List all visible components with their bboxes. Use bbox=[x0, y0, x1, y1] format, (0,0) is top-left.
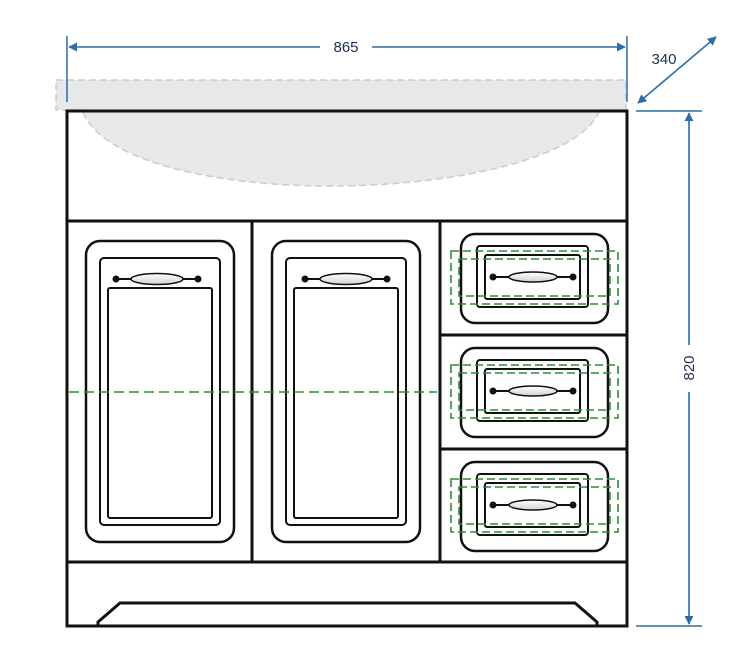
dimension-depth-label: 340 bbox=[651, 51, 676, 68]
door-left-handle bbox=[112, 272, 202, 286]
drawer-bottom-handle bbox=[489, 499, 577, 511]
cabinet-body bbox=[65, 109, 629, 628]
dimension-height: 820 bbox=[636, 110, 702, 627]
drawer-top-handle bbox=[489, 271, 577, 283]
drawer-bottom-guide bbox=[450, 478, 619, 533]
dimension-width: 865 bbox=[66, 36, 628, 102]
dimension-height-label: 820 bbox=[681, 355, 698, 380]
drawer-top-guide bbox=[450, 250, 619, 305]
drawer-middle-guide bbox=[450, 364, 619, 419]
plinth bbox=[96, 601, 599, 626]
drawer-middle bbox=[459, 346, 610, 439]
drawer-bottom bbox=[459, 460, 610, 553]
door-right-handle bbox=[301, 272, 391, 286]
dimension-width-label: 865 bbox=[333, 39, 358, 56]
drawer-middle-handle bbox=[489, 385, 577, 397]
drawer-top bbox=[459, 232, 610, 325]
dimension-depth: 340 bbox=[637, 36, 717, 104]
washbasin bbox=[55, 79, 627, 187]
